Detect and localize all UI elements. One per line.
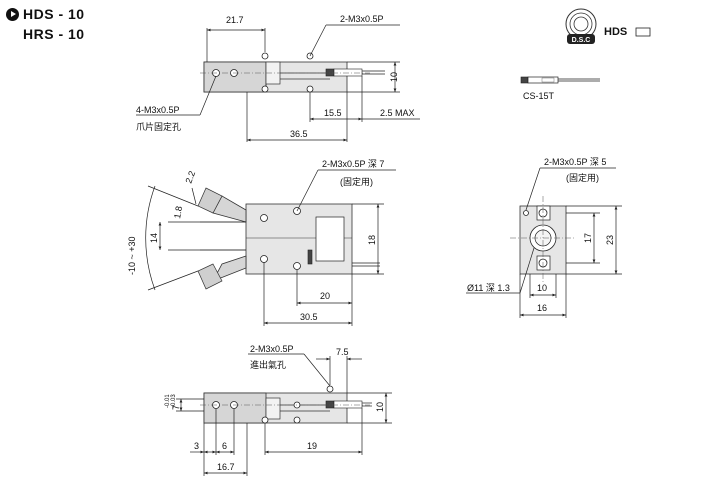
mid-dim-14: 14 bbox=[149, 233, 159, 243]
middle-view-dimensions: -10 ~ +30 14 2.2 1.8 2-M3x0.5P 深 7 (固定用)… bbox=[127, 159, 396, 326]
badge-label: HDS bbox=[604, 26, 627, 38]
bottom-dim-7: 7 bbox=[171, 405, 181, 410]
mid-callout-thread: 2-M3x0.5P 深 7 bbox=[322, 159, 384, 169]
bottom-dim-19: 19 bbox=[307, 441, 317, 451]
side-dim-23: 23 bbox=[605, 235, 615, 245]
top-view-dimensions: 21.7 2-M3x0.5P 10 4-M3x0.5P 爪片固定孔 15.5 2… bbox=[136, 14, 420, 142]
mid-angle-2-2: 2.2 bbox=[183, 170, 197, 185]
side-dim-17: 17 bbox=[583, 233, 593, 243]
top-dim-2-5-max: 2.5 MAX bbox=[380, 108, 415, 118]
side-view-dimensions: 2-M3x0.5P 深 5 (固定用) 17 23 Ø11 深 1.3 10 1… bbox=[466, 157, 622, 318]
side-dim-16: 16 bbox=[537, 303, 547, 313]
bottom-view bbox=[200, 385, 372, 424]
bottom-callout-port: 進出氣孔 bbox=[250, 359, 286, 370]
top-dim-36-5: 36.5 bbox=[290, 129, 308, 139]
mid-dim-stroke: -10 ~ +30 bbox=[127, 236, 137, 275]
sensor-drawing bbox=[520, 76, 600, 84]
bottom-dim-3: 3 bbox=[194, 441, 199, 451]
top-dim-21-7: 21.7 bbox=[226, 15, 244, 25]
arrow-bullet-icon bbox=[6, 7, 19, 21]
bottom-dim-10: 10 bbox=[375, 402, 385, 412]
top-dim-15-5: 15.5 bbox=[324, 108, 342, 118]
bottom-tol-lower: -0.03 bbox=[171, 394, 177, 408]
logo-text: D.S.C bbox=[572, 37, 591, 44]
side-view bbox=[510, 196, 576, 282]
top-callout-jaw-holes: 4-M3x0.5P bbox=[136, 105, 180, 115]
mid-angle-1-8: 1.8 bbox=[172, 205, 184, 219]
bottom-tol-upper: -0.01 bbox=[165, 394, 171, 408]
top-dim-10: 10 bbox=[389, 72, 399, 82]
mid-dim-30-5: 30.5 bbox=[300, 312, 318, 322]
bottom-dim-7-5: 7.5 bbox=[336, 347, 349, 357]
badge-box bbox=[635, 27, 651, 37]
bottom-dim-16-7: 16.7 bbox=[217, 462, 235, 472]
side-callout-fixed: (固定用) bbox=[566, 172, 599, 183]
sensor-label: CS-15T bbox=[523, 91, 555, 101]
bottom-dim-6: 6 bbox=[222, 441, 227, 451]
mid-dim-18: 18 bbox=[367, 235, 377, 245]
model-line-2: HRS - 10 bbox=[23, 26, 85, 42]
side-dim-10: 10 bbox=[537, 283, 547, 293]
top-callout-thread: 2-M3x0.5P bbox=[340, 14, 384, 24]
top-view bbox=[200, 52, 385, 93]
top-callout-jaw-holes-cn: 爪片固定孔 bbox=[136, 121, 181, 132]
model-header: HDS - 10 HRS - 10 bbox=[6, 4, 85, 44]
bottom-callout-thread: 2-M3x0.5P bbox=[250, 344, 294, 354]
model-line-1: HDS - 10 bbox=[23, 6, 85, 22]
side-callout-bore: Ø11 深 1.3 bbox=[467, 283, 510, 293]
side-callout-thread: 2-M3x0.5P 深 5 bbox=[544, 157, 606, 167]
bottom-view-dimensions: 2-M3x0.5P 進出氣孔 7.5 10 7 -0.01 -0.03 3 6 … bbox=[165, 344, 392, 476]
mid-callout-fixed: (固定用) bbox=[340, 176, 373, 187]
dsc-logo-icon: D.S.C bbox=[565, 8, 597, 44]
mid-dim-20: 20 bbox=[320, 291, 330, 301]
